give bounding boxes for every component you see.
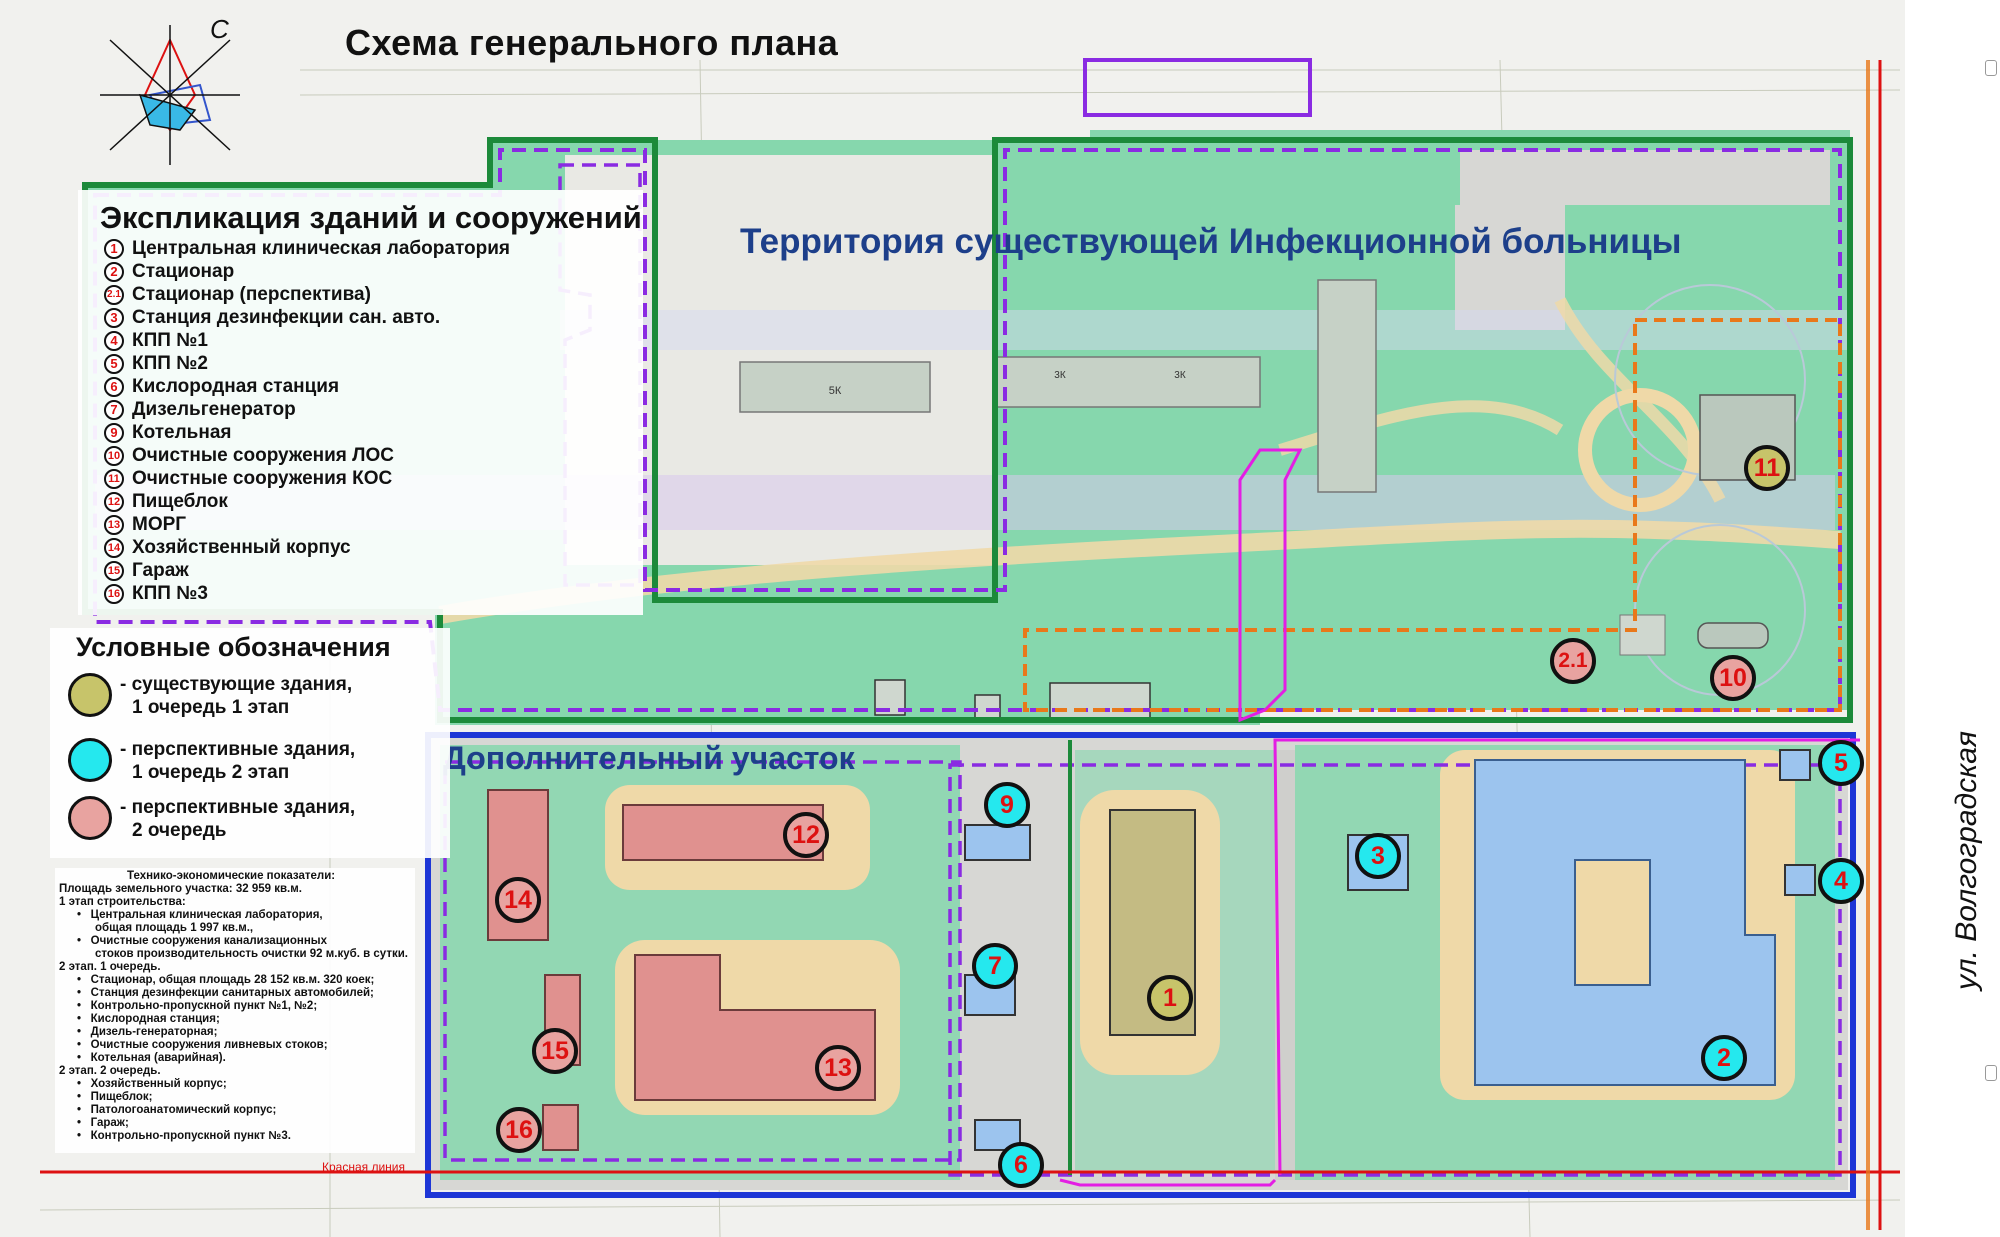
legend-item: - существующие здания,1 очередь 1 этап	[68, 673, 352, 719]
north-parking	[1460, 150, 1830, 205]
building-marker-6[interactable]: 6	[998, 1142, 1044, 1188]
building-kislorodnaya	[974, 1119, 1021, 1151]
existing-building-north	[1317, 279, 1377, 493]
building-marker-5[interactable]: 5	[1818, 740, 1864, 786]
building-kpp1	[1784, 864, 1816, 896]
legend-panel: Условные обозначения - существующие здан…	[50, 628, 450, 858]
building-marker-11[interactable]: 11	[1744, 445, 1790, 491]
zone-orange-dashed	[1023, 318, 1842, 712]
existing-building-5k	[739, 361, 931, 413]
building-marker-14[interactable]: 14	[495, 877, 541, 923]
magenta-line-east	[1273, 738, 1860, 1176]
building-kpp3	[542, 1104, 579, 1151]
building-marker-3[interactable]: 3	[1355, 833, 1401, 879]
building-marker-1[interactable]: 1	[1147, 975, 1193, 1021]
building-marker-4[interactable]: 4	[1818, 858, 1864, 904]
scroll-marker-icon	[1985, 60, 1997, 76]
legend-item: - перспективные здания,2 очередь	[68, 796, 355, 842]
existing-garages	[1049, 682, 1151, 719]
building-marker-7[interactable]: 7	[972, 943, 1018, 989]
red-line-label: Красная линия	[322, 1160, 406, 1174]
magenta-road	[1238, 448, 1303, 723]
building-marker-2[interactable]: 2	[1701, 1035, 1747, 1081]
legend-heading: Условные обозначения	[76, 632, 391, 662]
building-kotelnaya	[964, 824, 1031, 861]
building-2-1-footprint	[1619, 614, 1666, 656]
building-marker-9[interactable]: 9	[984, 782, 1030, 828]
north-road	[1455, 205, 1565, 330]
building-marker-13[interactable]: 13	[815, 1045, 861, 1091]
compass-north-label: С	[210, 14, 229, 44]
boundary-purple-east	[948, 763, 1842, 1177]
boundary-purple-existing	[93, 148, 1842, 712]
page-title: Схема генерального плана	[345, 22, 839, 63]
explication-heading: Экспликация зданий и сооружений	[100, 200, 642, 235]
svg-text:5К: 5К	[829, 385, 842, 397]
building-marker-2-1[interactable]: 2.1	[1550, 638, 1596, 684]
building-marker-10[interactable]: 10	[1710, 655, 1756, 701]
building-marker-16[interactable]: 16	[496, 1107, 542, 1153]
los-structure	[1697, 622, 1769, 649]
boundary-purple-west	[443, 760, 962, 1162]
legend-swatch-perspective-2	[68, 796, 112, 840]
tech-indicators-panel: Технико-экономические показатели: Площад…	[55, 868, 415, 1153]
street-strip	[1905, 0, 2000, 1237]
magenta-line-south	[1059, 1178, 1277, 1187]
building-stacionar	[1474, 759, 1776, 1086]
scroll-marker-icon	[1985, 1065, 1997, 1081]
additional-plot-label: Дополнительный участок	[443, 740, 855, 776]
svg-text:3К: 3К	[1054, 370, 1066, 381]
compass-wind-rose-icon	[100, 25, 240, 165]
building-kpp2	[1779, 749, 1811, 781]
building-marker-15[interactable]: 15	[532, 1028, 578, 1074]
legend-item: - перспективные здания,1 очередь 2 этап	[68, 738, 355, 784]
legend-swatch-perspective-1	[68, 738, 112, 782]
legend-swatch-existing	[68, 673, 112, 717]
pale-band-2	[560, 310, 1850, 350]
svg-text:3К: 3К	[1174, 370, 1186, 381]
street-label: ул. Волгоградская	[1950, 731, 1983, 990]
small-structure	[974, 694, 1001, 721]
existing-building-3k	[994, 356, 1261, 408]
building-marker-12[interactable]: 12	[783, 812, 829, 858]
park-roundabout	[1578, 388, 1702, 512]
north-entrance-purple	[1083, 58, 1312, 117]
boundary-additional-plot	[425, 732, 1856, 1198]
territory-label: Территория существующей Инфекционной бол…	[740, 222, 1682, 261]
